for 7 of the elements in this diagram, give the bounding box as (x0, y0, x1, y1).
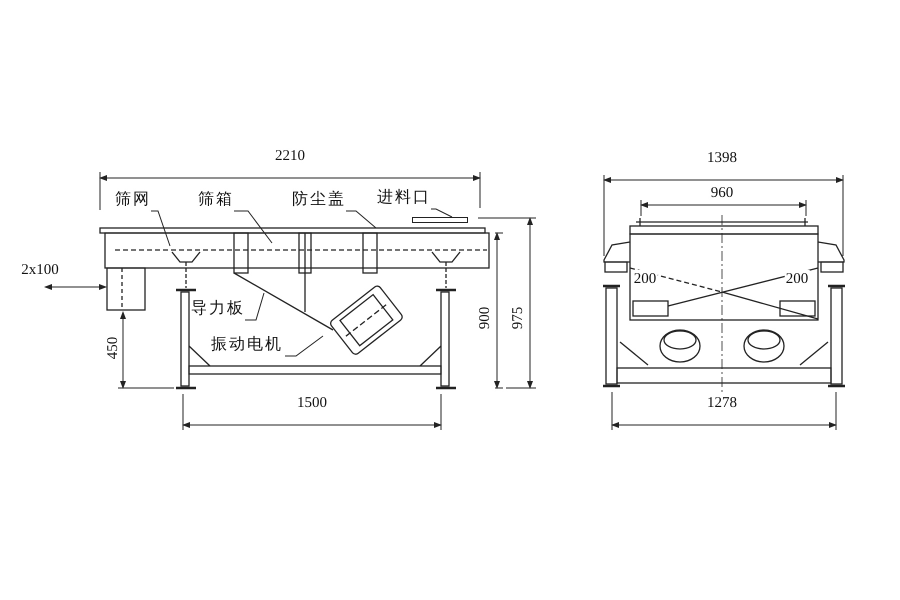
leader-line (430, 208, 452, 218)
leader-line (346, 210, 376, 228)
feed-inlet (412, 217, 468, 223)
part-label: 筛箱 (198, 188, 234, 211)
part-label: 进料口 (377, 186, 431, 209)
part-label: 筛网 (115, 188, 151, 211)
part-label: 防尘盖 (292, 188, 346, 211)
